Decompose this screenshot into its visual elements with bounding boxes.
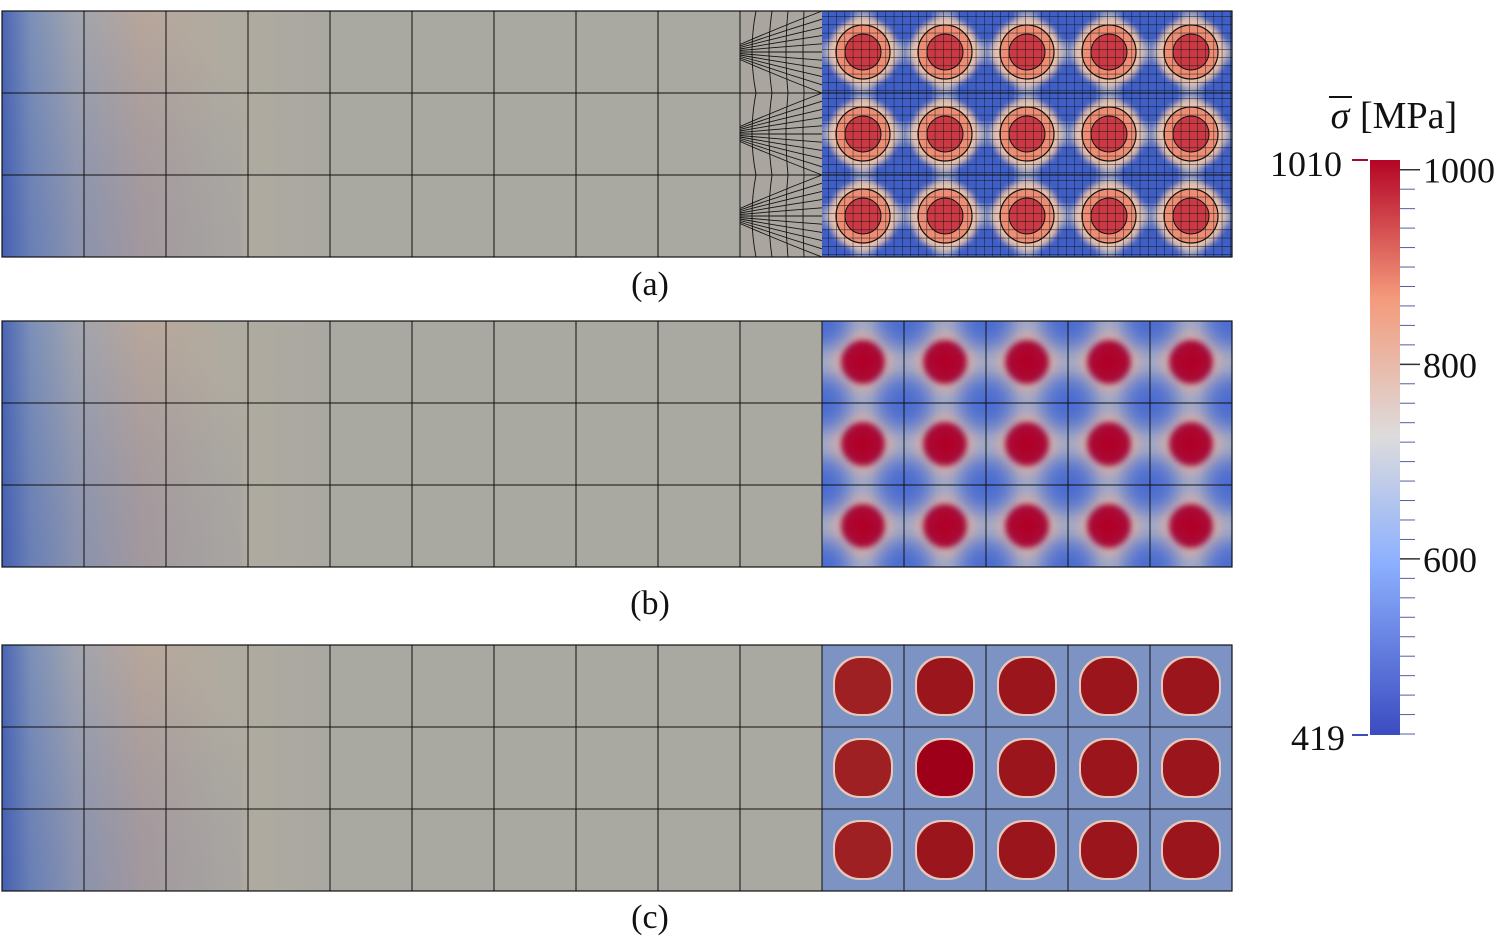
colorbar-tick-label: 600 [1423, 540, 1477, 580]
panel-b: (b) [1, 320, 1233, 622]
panel-label-c: (c) [631, 899, 669, 936]
panel-label-b: (b) [630, 585, 670, 622]
panel-label-a: (a) [631, 266, 669, 303]
micro-region-c [822, 645, 1232, 891]
colorbar-title-symbol: σ [1331, 95, 1351, 137]
colorbar-min-label: 419 [1291, 718, 1345, 758]
colorbar-title-unit: [MPa] [1360, 95, 1457, 137]
panel-a: (a) [1, 10, 1233, 303]
colorbar-tick-label: 1000 [1423, 151, 1495, 191]
colorbar-gradient [1370, 160, 1400, 735]
colorbar-max-label: 1010 [1270, 144, 1342, 184]
colorbar-tick-label: 800 [1423, 345, 1477, 385]
colorbar: σ [MPa] 1010 419 1000 800 600 [1270, 95, 1495, 758]
micro-region-a [822, 11, 1232, 257]
micro-region-b [822, 321, 1232, 567]
panel-c: (c) [1, 644, 1233, 936]
